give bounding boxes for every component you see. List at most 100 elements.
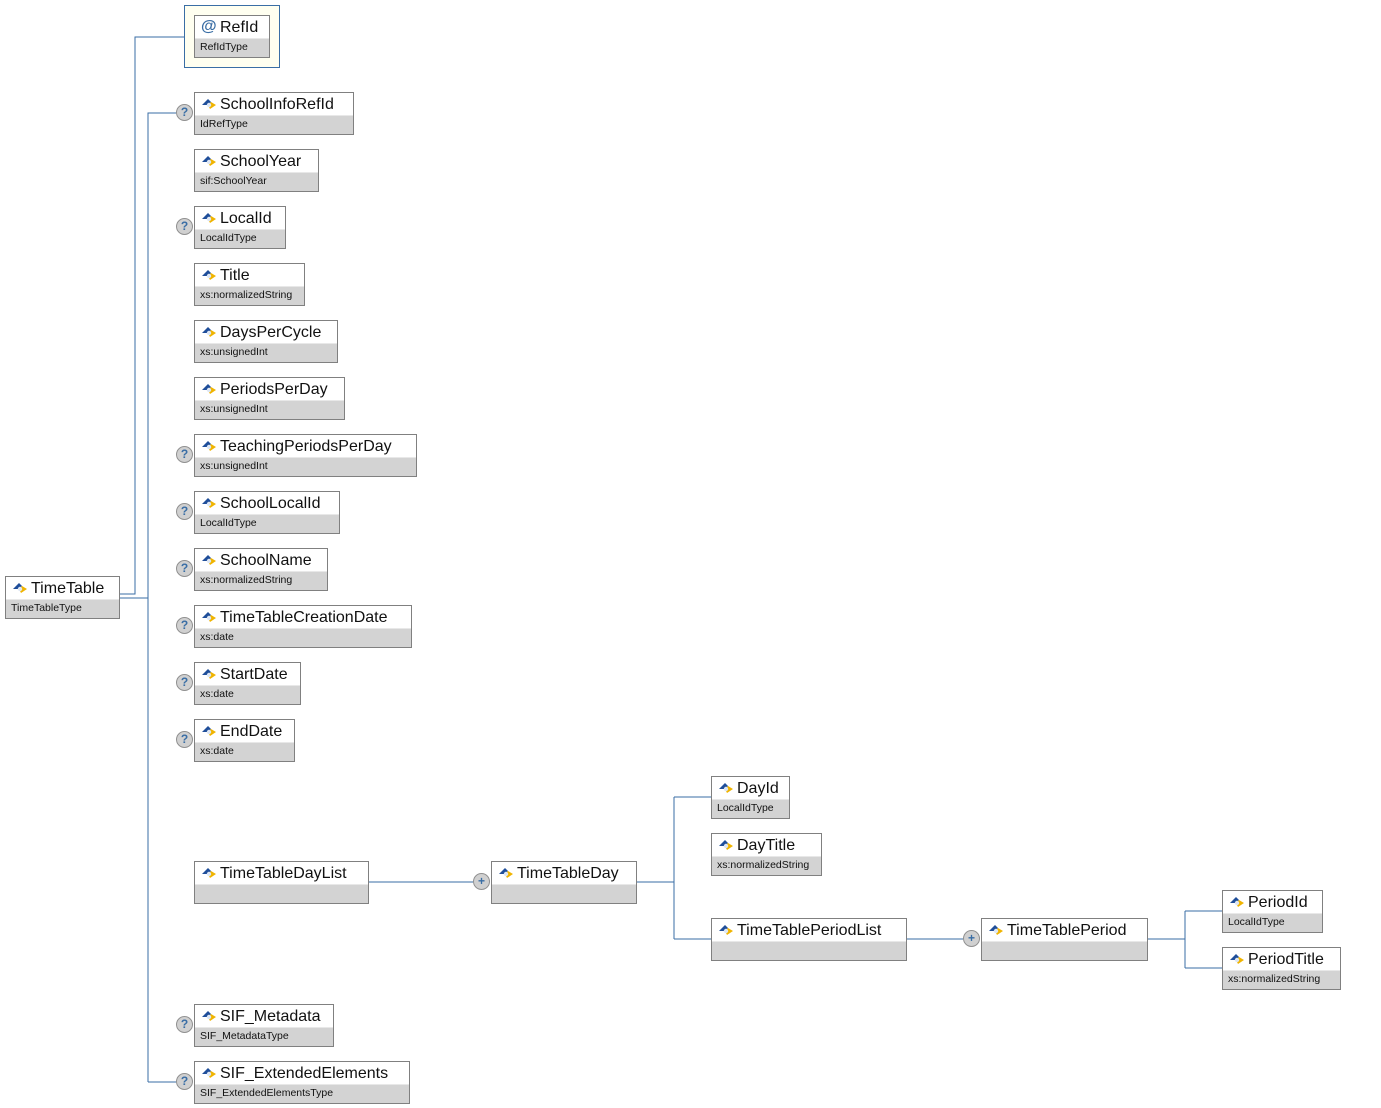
element-timetableday[interactable]: TimeTableDay — [491, 861, 637, 904]
element-name: PeriodTitle — [1248, 951, 1324, 968]
element-type: xs:unsignedInt — [195, 344, 337, 362]
element-icon — [202, 213, 216, 223]
element-name: DaysPerCycle — [220, 324, 322, 341]
element-timetablecreationdate[interactable]: TimeTableCreationDate xs:date — [194, 605, 412, 648]
element-type: xs:normalizedString — [1223, 971, 1340, 989]
element-name: RefId — [220, 19, 259, 36]
optional-icon: ? — [176, 731, 193, 748]
element-type: xs:date — [195, 629, 411, 647]
element-name: LocalId — [220, 210, 272, 227]
element-type: LocalIdType — [712, 800, 789, 818]
element-icon — [719, 925, 733, 935]
element-icon — [202, 1011, 216, 1021]
element-icon — [202, 669, 216, 679]
element-enddate[interactable]: EndDate xs:date — [194, 719, 295, 762]
element-name: TimeTablePeriodList — [737, 922, 882, 939]
optional-icon: ? — [176, 104, 193, 121]
element-icon — [202, 99, 216, 109]
optional-icon: ? — [176, 1073, 193, 1090]
optional-icon: ? — [176, 560, 193, 577]
element-startdate[interactable]: StartDate xs:date — [194, 662, 301, 705]
element-type — [982, 942, 1147, 960]
expand-icon[interactable]: + — [473, 873, 490, 890]
element-name: TimeTable — [31, 580, 105, 597]
element-icon — [202, 156, 216, 166]
element-name: StartDate — [220, 666, 288, 683]
element-dayspercycle[interactable]: DaysPerCycle xs:unsignedInt — [194, 320, 338, 363]
element-name: EndDate — [220, 723, 283, 740]
element-name: SchoolYear — [220, 153, 302, 170]
element-type: xs:unsignedInt — [195, 401, 344, 419]
optional-icon: ? — [176, 503, 193, 520]
element-name: SchoolLocalId — [220, 495, 321, 512]
element-icon — [202, 1068, 216, 1078]
element-type: LocalIdType — [195, 230, 285, 248]
element-icon — [202, 555, 216, 565]
element-type: xs:normalizedString — [712, 857, 821, 875]
element-icon — [499, 868, 513, 878]
element-periodtitle[interactable]: PeriodTitle xs:normalizedString — [1222, 947, 1341, 990]
element-schoolname[interactable]: SchoolName xs:normalizedString — [194, 548, 328, 591]
element-name: Title — [220, 267, 250, 284]
element-name: SchoolInfoRefId — [220, 96, 334, 113]
element-type — [195, 885, 368, 903]
element-type: SIF_MetadataType — [195, 1028, 333, 1046]
element-type: SIF_ExtendedElementsType — [195, 1085, 409, 1103]
element-icon — [202, 441, 216, 451]
element-title[interactable]: Title xs:normalizedString — [194, 263, 305, 306]
optional-icon: ? — [176, 218, 193, 235]
element-name: PeriodId — [1248, 894, 1308, 911]
expand-icon[interactable]: + — [963, 930, 980, 947]
element-icon — [719, 840, 733, 850]
element-type: xs:normalizedString — [195, 287, 304, 305]
element-timetableperiod[interactable]: TimeTablePeriod — [981, 918, 1148, 961]
element-name: TimeTableDay — [517, 865, 619, 882]
element-icon — [202, 726, 216, 736]
element-name: DayTitle — [737, 837, 796, 854]
element-type — [492, 885, 636, 903]
element-type: xs:date — [195, 743, 294, 761]
element-icon — [202, 612, 216, 622]
element-name: SIF_ExtendedElements — [220, 1065, 389, 1082]
element-type: xs:unsignedInt — [195, 458, 416, 476]
optional-icon: ? — [176, 1016, 193, 1033]
element-icon — [989, 925, 1003, 935]
element-name: TimeTableCreationDate — [220, 609, 388, 626]
element-type — [712, 942, 906, 960]
element-timetabledaylist[interactable]: TimeTableDayList — [194, 861, 369, 904]
element-icon — [202, 384, 216, 394]
attribute-icon: @ — [201, 18, 217, 35]
element-teachingperiodsperday[interactable]: TeachingPeriodsPerDay xs:unsignedInt — [194, 434, 417, 477]
element-schoolyear[interactable]: SchoolYear sif:SchoolYear — [194, 149, 319, 192]
element-type: RefIdType — [195, 39, 269, 57]
element-name: SchoolName — [220, 552, 312, 569]
element-type: xs:normalizedString — [195, 572, 327, 590]
element-icon — [202, 270, 216, 280]
element-type: TimeTableType — [6, 600, 119, 618]
element-type: xs:date — [195, 686, 300, 704]
element-name: TimeTablePeriod — [1007, 922, 1127, 939]
element-icon — [202, 868, 216, 878]
element-name: TeachingPeriodsPerDay — [220, 438, 392, 455]
element-daytitle[interactable]: DayTitle xs:normalizedString — [711, 833, 822, 876]
element-icon — [202, 327, 216, 337]
element-type: IdRefType — [195, 116, 353, 134]
element-timetableperiodlist[interactable]: TimeTablePeriodList — [711, 918, 907, 961]
element-name: TimeTableDayList — [220, 865, 347, 882]
element-type: sif:SchoolYear — [195, 173, 318, 191]
optional-icon: ? — [176, 617, 193, 634]
element-icon — [719, 783, 733, 793]
element-icon — [13, 583, 27, 593]
optional-icon: ? — [176, 674, 193, 691]
